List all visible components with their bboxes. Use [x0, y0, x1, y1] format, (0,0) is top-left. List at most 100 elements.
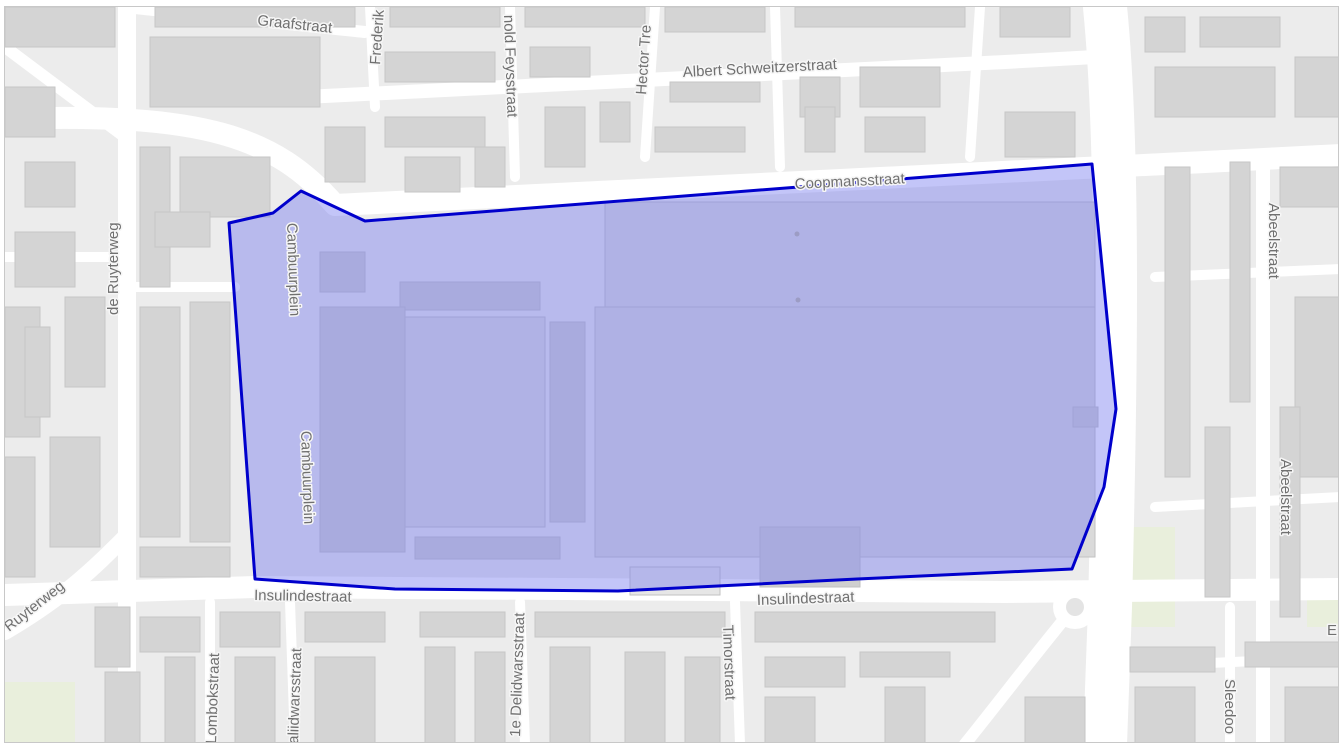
building [104, 671, 141, 742]
road-feysstraat [505, 7, 520, 182]
building [1204, 426, 1231, 598]
road-east-main [1083, 7, 1137, 742]
street-label-aliidwarsstraat: aliidwarsstraat [285, 647, 305, 743]
building [1284, 686, 1338, 742]
street-label-e: E [1327, 622, 1337, 639]
road-coopmansstraat [5, 106, 1338, 216]
building [1024, 696, 1086, 742]
street-label-cambuurplein-south: Cambuurplein [297, 431, 317, 525]
stadium-structures [319, 201, 1099, 596]
building [1279, 406, 1301, 618]
point-marker [795, 297, 801, 303]
building [999, 7, 1071, 38]
street-label-timorstraat: Timorstraat [719, 625, 739, 702]
building [154, 211, 211, 248]
road-delidwarsstraat [515, 597, 530, 742]
building [1294, 296, 1338, 478]
road-hector [640, 7, 660, 162]
building [189, 301, 231, 543]
map-viewport[interactable]: Graafstraat Frederik nold Feysstraat Hec… [4, 6, 1339, 743]
building [864, 116, 926, 153]
building [404, 156, 461, 193]
building [884, 686, 926, 742]
building [14, 231, 76, 288]
building [234, 656, 276, 742]
stadium-stand-west [319, 306, 406, 553]
building [164, 656, 196, 742]
building [424, 646, 456, 742]
building [549, 646, 591, 742]
street-label-abeelstraat-south: Abeelstraat [1277, 459, 1294, 536]
building [149, 36, 321, 108]
building [1294, 56, 1338, 118]
building [1134, 686, 1196, 742]
stadium-pitch [404, 316, 546, 528]
building [1244, 641, 1338, 668]
street-label-cambuurplein-north: Cambuurplein [283, 223, 303, 317]
point-marker [794, 231, 800, 237]
stadium-stand-east [549, 321, 586, 523]
building [599, 101, 631, 143]
stadium-stand-south [414, 536, 561, 560]
street-label-feysstraat: nold Feysstraat [500, 15, 521, 119]
building [524, 7, 646, 28]
building [534, 611, 726, 638]
stadium-stand-north [399, 281, 541, 311]
street-label-layer: Graafstraat Frederik nold Feysstraat Hec… [5, 7, 1338, 743]
building [794, 7, 966, 28]
building [1279, 166, 1338, 208]
stadium-annex [319, 251, 366, 293]
building [1154, 66, 1276, 118]
building [24, 161, 76, 208]
building [389, 7, 501, 28]
road-albert-schweitzerstraat [298, 50, 1102, 104]
building-layer [5, 7, 1338, 742]
building [219, 611, 281, 648]
building [64, 296, 106, 388]
building [49, 436, 101, 548]
roundabout-center [1066, 598, 1084, 616]
building [529, 46, 591, 78]
road-northwest-diagonal [5, 41, 131, 143]
building [179, 156, 271, 218]
building [664, 7, 766, 33]
building [804, 106, 836, 153]
building [24, 326, 51, 418]
building [624, 651, 666, 742]
building [314, 656, 376, 742]
building [5, 7, 116, 48]
building [1144, 16, 1186, 53]
building [669, 81, 761, 103]
building [859, 651, 951, 678]
building [544, 106, 586, 168]
building [474, 146, 506, 188]
building [684, 656, 721, 742]
building [1004, 111, 1076, 158]
building [94, 606, 131, 668]
map-canvas[interactable]: Graafstraat Frederik nold Feysstraat Hec… [5, 7, 1339, 743]
building [764, 656, 846, 688]
building [139, 616, 201, 653]
building [384, 51, 496, 83]
street-label-insulindestraat-west: Insulindestraat [254, 587, 353, 606]
road-frederik [365, 7, 380, 112]
street-label-frederik: Frederik [367, 9, 388, 66]
building [1129, 646, 1216, 673]
building [654, 126, 746, 153]
building [764, 696, 816, 742]
building [384, 116, 486, 148]
building [419, 611, 506, 638]
highlighted-area[interactable] [227, 162, 1118, 593]
building [304, 611, 386, 643]
building [859, 66, 941, 108]
road-north-mid [770, 7, 785, 172]
building [1164, 166, 1191, 478]
building [474, 651, 506, 742]
road-southeast-diagonal [959, 606, 1076, 742]
stadium-annex [759, 526, 861, 588]
street-label-lombokstraat: Lombokstraat [203, 652, 223, 743]
building [754, 611, 996, 643]
building [154, 7, 356, 28]
building [139, 306, 181, 538]
road-ruyterweg-diagonal [5, 529, 133, 640]
